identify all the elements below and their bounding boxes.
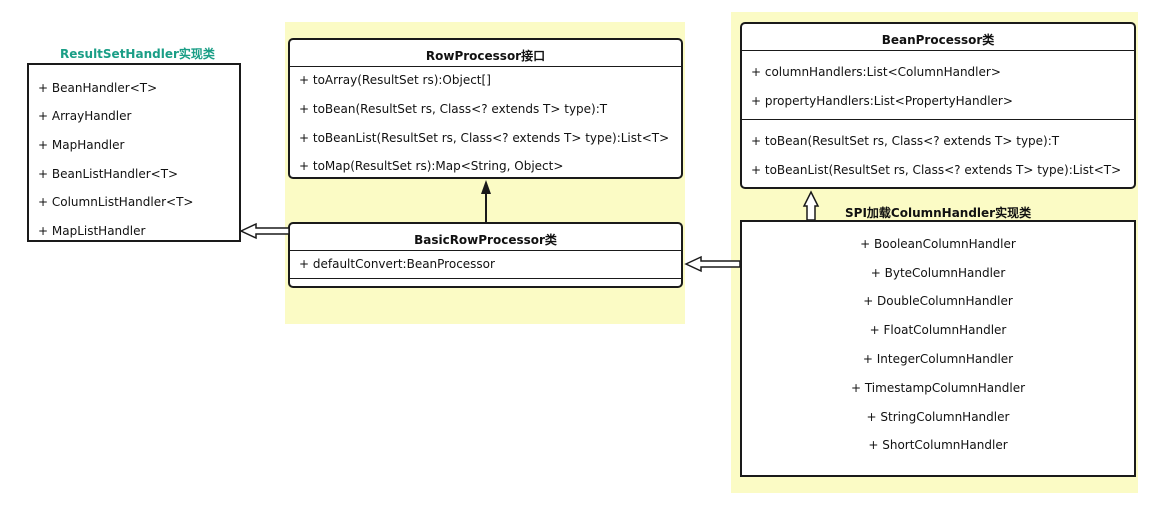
beanprocessor-title: BeanProcessor类 bbox=[881, 33, 995, 47]
basicrow-divider bbox=[290, 278, 681, 279]
list-item: + ByteColumnHandler bbox=[870, 266, 1006, 280]
list-item: + ColumnListHandler<T> bbox=[38, 195, 194, 209]
method-item: + toMap(ResultSet rs):Map<String, Object… bbox=[299, 159, 564, 173]
list-item: + BeanHandler<T> bbox=[38, 81, 158, 95]
method-item: + toBean(ResultSet rs, Class<? extends T… bbox=[299, 102, 608, 116]
list-item: + MapListHandler bbox=[38, 224, 146, 238]
beanprocessor-box: BeanProcessor类 + columnHandlers:List<Col… bbox=[740, 22, 1136, 189]
field-item: + columnHandlers:List<ColumnHandler> bbox=[751, 65, 1001, 79]
beanprocessor-divider bbox=[742, 50, 1134, 51]
list-item: + MapHandler bbox=[38, 138, 125, 152]
arrow-basicrow-to-resultset bbox=[239, 222, 290, 240]
list-item: + IntegerColumnHandler bbox=[862, 352, 1014, 366]
spi-columnhandler-box: + BooleanColumnHandler + ByteColumnHandl… bbox=[740, 220, 1136, 477]
list-item: + DoubleColumnHandler bbox=[863, 294, 1013, 308]
basicrowprocessor-box: BasicRowProcessor类 + defaultConvert:Bean… bbox=[288, 222, 683, 288]
resultset-label: ResultSetHandler实现类 bbox=[60, 47, 215, 61]
rowprocessor-title: RowProcessor接口 bbox=[425, 49, 546, 63]
method-item: + toBean(ResultSet rs, Class<? extends T… bbox=[751, 134, 1060, 148]
method-item: + toArray(ResultSet rs):Object[] bbox=[299, 73, 491, 87]
method-item: + toBeanList(ResultSet rs, Class<? exten… bbox=[751, 163, 1122, 177]
basicrow-divider bbox=[290, 250, 681, 251]
resultset-handler-box: + BeanHandler<T> + ArrayHandler + MapHan… bbox=[27, 63, 241, 242]
spi-label: SPI加载ColumnHandler实现类 bbox=[845, 206, 1032, 220]
method-item: + toBeanList(ResultSet rs, Class<? exten… bbox=[299, 131, 670, 145]
list-item: + BooleanColumnHandler bbox=[860, 237, 1016, 251]
list-item: + ArrayHandler bbox=[38, 109, 132, 123]
list-item: + BeanListHandler<T> bbox=[38, 167, 179, 181]
field-item: + defaultConvert:BeanProcessor bbox=[299, 257, 495, 271]
arrow-basicrow-to-rowprocessor bbox=[481, 180, 491, 222]
rowprocessor-divider bbox=[290, 66, 681, 67]
list-item: + StringColumnHandler bbox=[866, 410, 1010, 424]
list-item: + FloatColumnHandler bbox=[869, 323, 1007, 337]
list-item: + TimestampColumnHandler bbox=[850, 381, 1026, 395]
arrow-spi-to-basicrow bbox=[684, 255, 741, 273]
field-item: + propertyHandlers:List<PropertyHandler> bbox=[751, 94, 1013, 108]
rowprocessor-box: RowProcessor接口 + toArray(ResultSet rs):O… bbox=[288, 38, 683, 179]
list-item: + ShortColumnHandler bbox=[868, 438, 1008, 452]
beanprocessor-divider bbox=[742, 119, 1134, 120]
basicrowprocessor-title: BasicRowProcessor类 bbox=[414, 233, 557, 247]
arrow-spi-to-beanprocessor bbox=[802, 190, 820, 221]
